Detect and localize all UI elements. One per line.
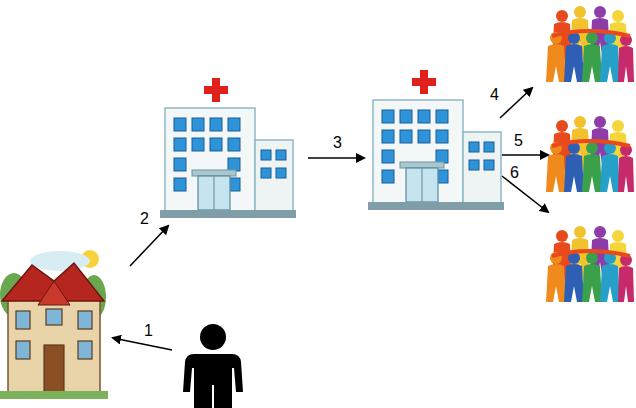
callout-number: 4 <box>490 86 499 104</box>
flow-arrows <box>113 88 548 350</box>
flow-arrow <box>500 88 532 118</box>
flow-arrow <box>113 338 172 350</box>
flow-arrow <box>502 154 548 156</box>
callout-number: 5 <box>514 132 523 150</box>
flow-arrow <box>502 176 548 212</box>
people-group-icon <box>546 116 634 192</box>
people-group-icon <box>546 6 634 82</box>
hospital-icon <box>368 70 504 210</box>
callout-number: 2 <box>140 210 149 228</box>
hospital-icon <box>160 78 296 218</box>
callout-number: 1 <box>144 322 153 340</box>
person-icon <box>183 324 243 408</box>
callout-number: 3 <box>333 134 342 152</box>
flow-arrow <box>308 157 364 159</box>
callout-number: 6 <box>510 164 519 182</box>
flow-arrow <box>130 226 168 266</box>
people-group-icon <box>546 226 634 302</box>
house-icon <box>0 250 108 399</box>
